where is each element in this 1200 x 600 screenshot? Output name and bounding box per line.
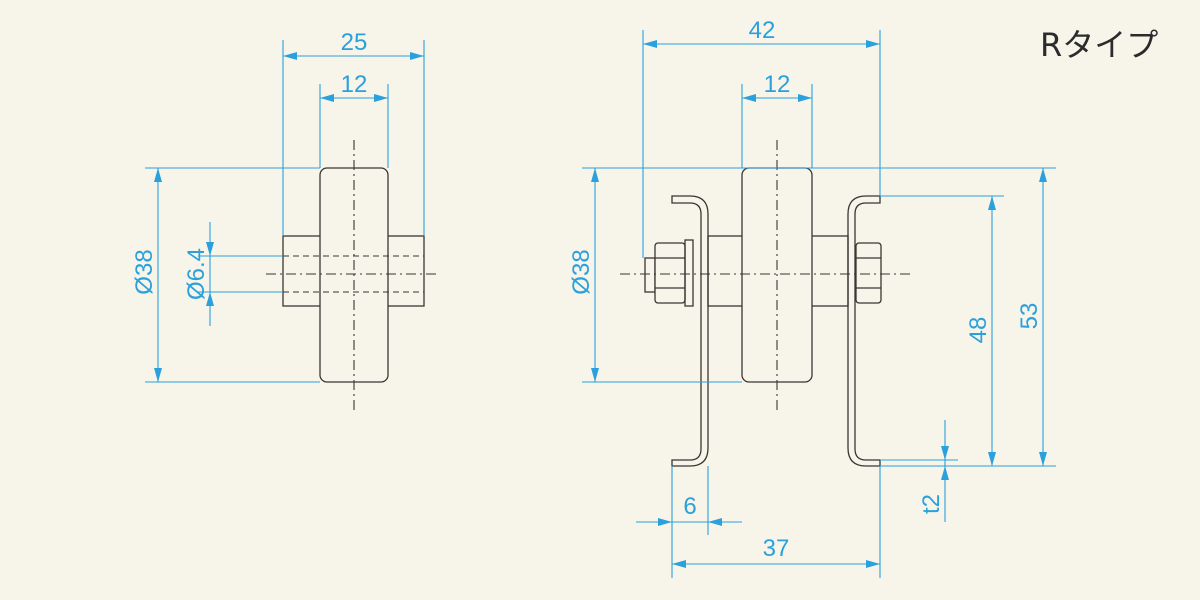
arrow [283,52,297,60]
right-view: 42 12 Ø38 48 53 t2 [568,17,1056,578]
arrow [591,368,599,382]
arrow [742,94,756,102]
left-dim-d64: Ø6.4 [183,248,210,300]
arrow [591,168,599,182]
arrow [206,242,214,256]
arrow [988,196,996,210]
left-dim-d38: Ø38 [131,249,158,294]
left-view: 25 12 Ø38 Ø6.4 [131,29,440,410]
arrow [410,52,424,60]
arrow [941,446,949,460]
right-dim-d38: Ø38 [568,249,595,294]
arrow [206,292,214,306]
arrow [154,168,162,182]
left-washer [684,239,694,307]
arrow [798,94,812,102]
right-dim-53: 53 [1016,303,1043,330]
right-dim-12: 12 [764,71,791,98]
right-bracket [847,195,881,467]
left-dim-12: 12 [341,71,368,98]
arrow [643,40,657,48]
arrow [866,40,880,48]
right-dim-37: 37 [763,535,790,562]
bolt-end [644,257,656,293]
left-dim-25: 25 [341,29,368,56]
arrow [866,560,880,568]
arrow [374,94,388,102]
arrow [320,94,334,102]
right-dim-42: 42 [749,17,776,44]
left-bracket [671,195,709,467]
arrow [941,466,949,480]
right-dim-48: 48 [965,317,992,344]
title-label: Rタイプ [1040,26,1158,64]
arrow [988,452,996,466]
arrow [1039,452,1047,466]
right-dim-6: 6 [683,493,696,520]
arrow [672,560,686,568]
right-nut [855,242,882,304]
arrow [154,368,162,382]
left-nut [654,242,686,304]
arrow [658,518,672,526]
right-dim-t2: t2 [918,494,945,514]
arrow [1039,168,1047,182]
arrow [708,518,722,526]
